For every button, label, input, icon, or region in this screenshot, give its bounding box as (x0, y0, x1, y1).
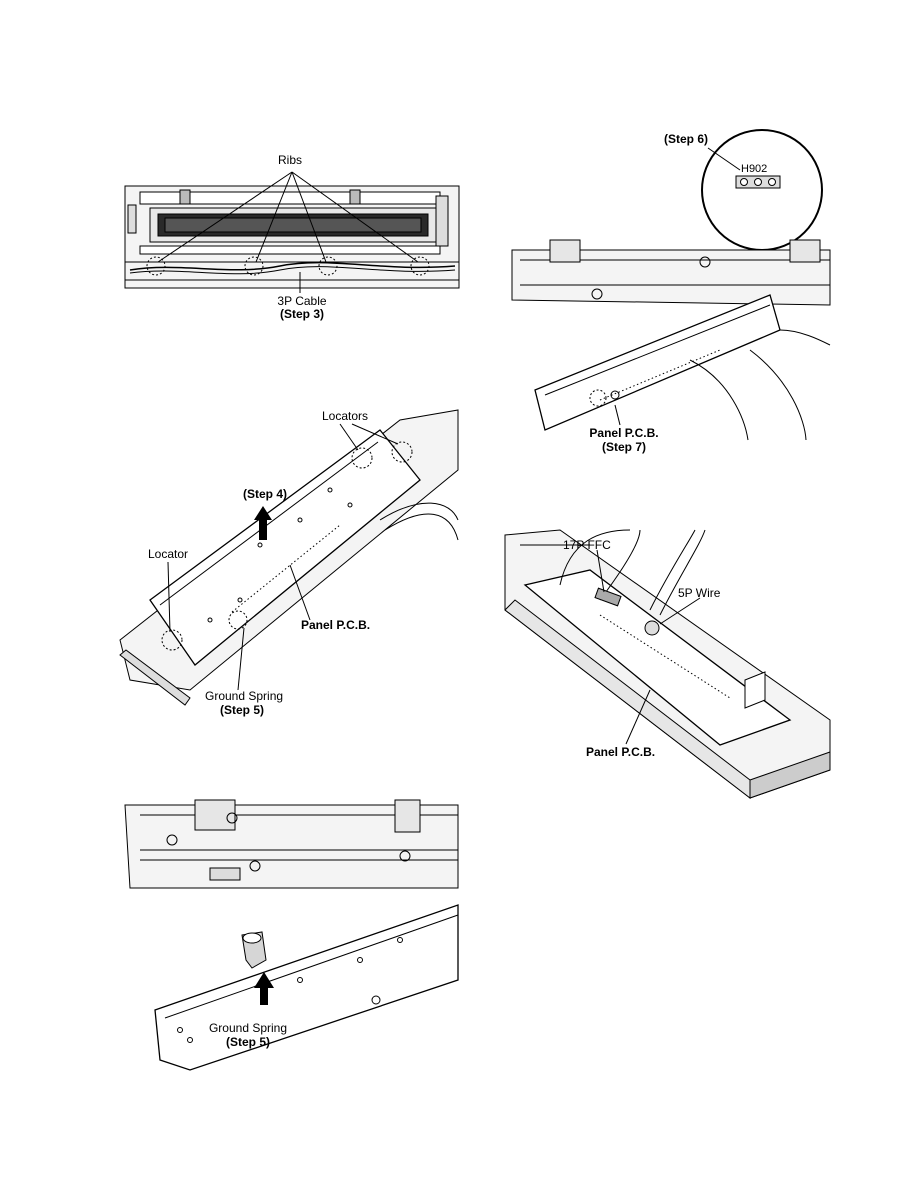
ribs-label: Ribs (278, 153, 303, 167)
panel-pcb-label-2: Panel P.C.B. (589, 426, 659, 440)
step-6-label: (Step 6) (664, 132, 709, 146)
step-3-label: (Step 3) (279, 307, 324, 321)
ground-spring-arrow (254, 972, 274, 1005)
locators-label: Locators (322, 409, 369, 423)
h902-label: H902 (741, 163, 768, 175)
cable-label: 3P Cable (277, 294, 327, 308)
ground-spring-label-2: Ground Spring (208, 1021, 288, 1035)
ground-spring-label: Ground Spring (205, 689, 284, 703)
lift-arrow (254, 506, 272, 540)
step-5-label-2: (Step 5) (225, 1035, 270, 1049)
step-7-label: (Step 7) (601, 440, 646, 454)
panel-pcb-label: Panel P.C.B. (301, 618, 371, 632)
wire-label: 5P Wire (678, 586, 721, 600)
locator-label: Locator (148, 547, 189, 561)
step-4-label: (Step 4) (243, 487, 288, 501)
step-5-label: (Step 5) (220, 703, 265, 717)
panel-pcb-label-3: Panel P.C.B. (586, 745, 656, 759)
ffc-label: 17P FFC (563, 538, 611, 552)
